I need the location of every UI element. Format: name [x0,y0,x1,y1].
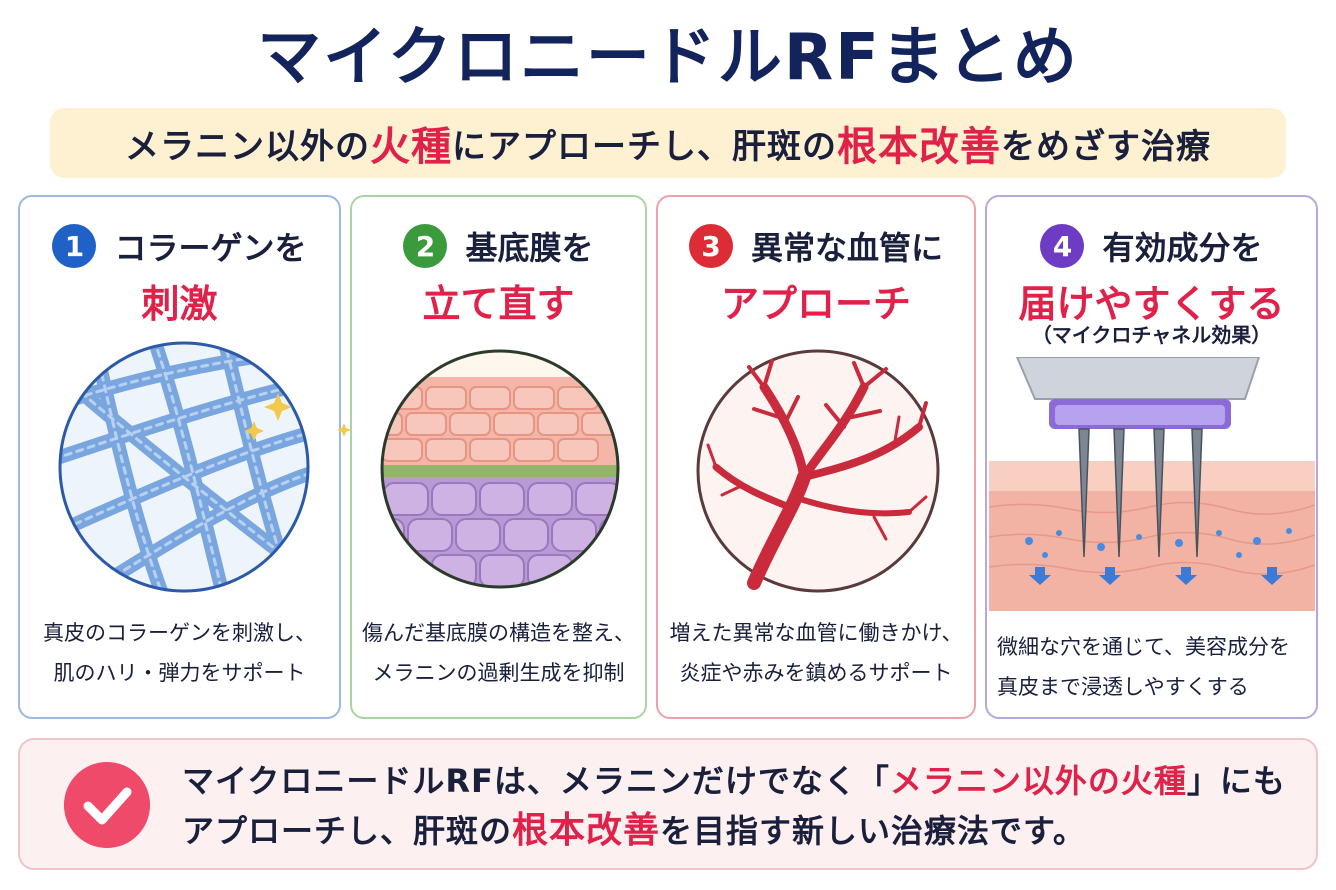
basement-membrane-illustration [380,349,620,589]
description-line: メラニンの過剰生成を抑制 [372,661,625,685]
card-header: 1 コラーゲンを [20,223,339,269]
card-description: 微細な穴を通じて、美容成分を 真皮まで浸透しやすくする [987,627,1316,707]
card-description: 増えた異常な血管に働きかけ、 炎症や赤みを鎮めるサポート [658,613,974,693]
description-line: 真皮まで浸透しやすくする [997,675,1249,699]
description-line: 炎症や赤みを鎮めるサポート [679,661,953,685]
card-highlight: 届けやすくする [1018,282,1285,326]
card-heading: 有効成分を [1102,229,1263,267]
subtitle-part: をめざす治療 [1001,126,1211,167]
description-line: 微細な穴を通じて、美容成分を [997,635,1290,659]
summary-highlight: 根本改善 [512,810,661,851]
card-description: 傷んだ基底膜の構造を整え、 メラニンの過剰生成を抑制 [352,613,645,693]
description-line: 真皮のコラーゲンを刺激し、 [43,621,316,645]
subtitle-banner: メラニン以外の火種にアプローチし、肝斑の根本改善をめざす治療 [50,108,1286,178]
card-heading: コラーゲンを [114,229,307,267]
card-description: 真皮のコラーゲンを刺激し、 肌のハリ・弾力をサポート [20,613,339,693]
collagen-fibers-illustration [58,341,351,593]
blood-vessel-illustration [696,349,940,593]
description-line: 増えた異常な血管に働きかけ、 [669,621,963,645]
card-note: （マイクロチャネル効果） [1031,323,1272,347]
subtitle-part: メラニン以外の [125,126,370,167]
card-header: 2 基底膜を [352,223,645,269]
summary-line: アプローチし、肝斑の根本改善を目指す新しい治療法です。 [182,806,1286,856]
card-heading: 異常な血管に [750,229,943,267]
page-title: マイクロニードルRFまとめ [257,21,1079,95]
summary-part: マイクロニードルRFは、メラニンだけでなく「 [182,762,890,800]
card-basement-membrane: 2 基底膜を 立て直す [350,195,647,719]
summary-text: マイクロニードルRFは、メラニンだけでなく「メラニン以外の火種」にも アプローチ… [182,756,1286,856]
microneedle-device-illustration [989,357,1315,611]
subtitle-part: にアプローチし、肝斑の [452,126,837,167]
summary-part: 」にも [1186,762,1286,800]
card-heading: 基底膜を [465,229,594,267]
card-header: 3 異常な血管に [658,223,974,269]
card-blood-vessels: 3 異常な血管に アプローチ 増えた異常な血管に働き [656,195,976,719]
card-microchannel: 4 有効成分を 届けやすくする （マイクロチャネル効果） [985,195,1318,719]
card-header: 4 有効成分を [987,223,1316,269]
summary-part: アプローチし、肝斑の [182,812,513,850]
description-line: 肌のハリ・弾力をサポート [53,661,306,685]
step-number-badge: 4 [1040,224,1085,268]
summary-part: を目指す新しい治療法です。 [660,812,1086,850]
card-highlight: 立て直す [422,282,575,326]
summary-highlight: メラニン以外の火種 [889,762,1187,800]
card-collagen: 1 コラーゲンを 刺激 [18,195,351,719]
check-icon [64,762,150,848]
step-number-badge: 2 [403,224,448,268]
summary-box: マイクロニードルRFは、メラニンだけでなく「メラニン以外の火種」にも アプローチ… [18,738,1318,870]
card-highlight: 刺激 [141,282,218,326]
step-number-badge: 3 [688,224,733,268]
description-line: 傷んだ基底膜の構造を整え、 [362,621,635,645]
subtitle-highlight: 火種 [370,124,452,170]
summary-line: マイクロニードルRFは、メラニンだけでなく「メラニン以外の火種」にも [182,756,1286,806]
card-highlight: アプローチ [720,282,911,326]
step-number-badge: 1 [52,224,97,268]
subtitle-highlight: 根本改善 [837,124,1001,170]
